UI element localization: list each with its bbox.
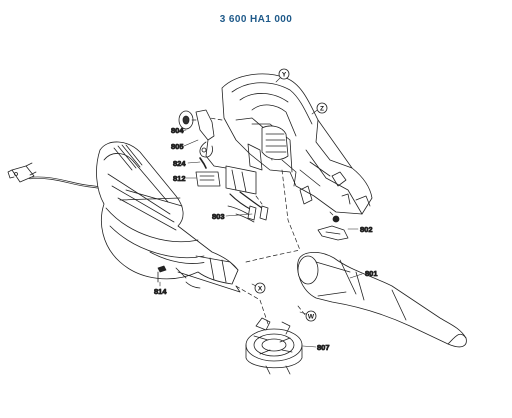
callout-803: 803 xyxy=(212,212,225,221)
motor-housing xyxy=(221,73,373,215)
assembly-guide-lines xyxy=(191,117,337,325)
part-802-clip xyxy=(317,215,349,241)
part-807-cover xyxy=(245,317,303,375)
screw-814 xyxy=(157,265,167,283)
assembly-letter-w: W xyxy=(305,310,317,322)
letter-z: Z xyxy=(320,106,324,113)
part-801-tube xyxy=(297,252,467,348)
assembly-letter-z: Z xyxy=(316,102,328,114)
letter-w: W xyxy=(308,314,315,321)
callout-801: 801 xyxy=(365,269,378,278)
switch-assembly xyxy=(195,109,227,187)
leader-lines xyxy=(159,75,363,348)
callout-805: 805 xyxy=(171,142,184,151)
callout-807: 807 xyxy=(317,343,330,352)
blower-housing xyxy=(96,141,241,293)
callout-802: 802 xyxy=(360,225,373,234)
assembly-letter-y: Y xyxy=(278,68,290,80)
callout-814: 814 xyxy=(154,287,167,296)
callout-824: 824 xyxy=(173,159,186,168)
part-number-title: 3 600 HA1 000 xyxy=(219,14,293,25)
callout-812: 812 xyxy=(173,174,186,183)
letter-y: Y xyxy=(282,72,287,79)
callout-804: 804 xyxy=(171,126,184,135)
assembly-letter-x: X xyxy=(254,282,266,294)
part-803-terminal xyxy=(225,165,269,223)
letter-x: X xyxy=(258,286,263,293)
